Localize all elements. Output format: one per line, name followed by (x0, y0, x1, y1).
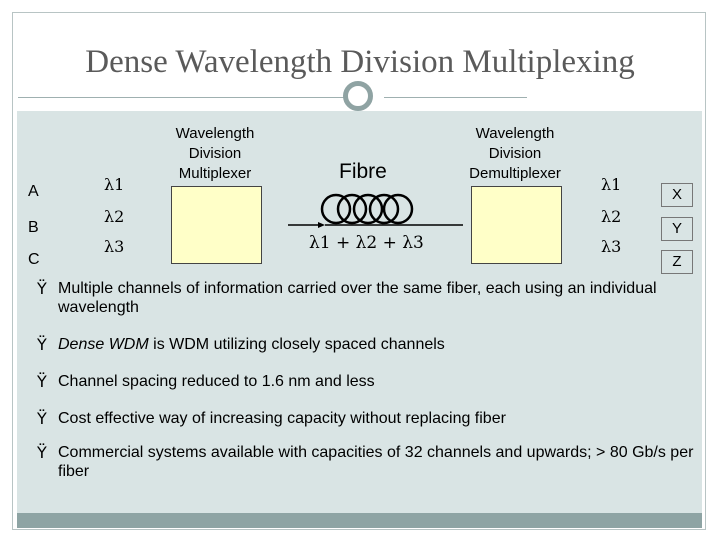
output-label-y: Y (661, 217, 693, 241)
arrow-head (318, 222, 325, 228)
combined-wavelengths-label: λ1 + λ2 + λ3 (309, 233, 424, 253)
bullet-marker: Ÿ (37, 443, 47, 462)
bullet-marker: Ÿ (37, 409, 47, 428)
ring-ornament (343, 81, 373, 111)
output-label-x: X (661, 183, 693, 207)
bullet-item: Ÿ Commercial systems available with capa… (37, 443, 697, 481)
output-lambda-2: λ2 (601, 207, 622, 226)
bullet-list: Ÿ Multiple channels of information carri… (37, 276, 697, 481)
input-lambda-1: λ1 (104, 175, 125, 194)
output-label-z: Z (661, 250, 693, 274)
multiplexer-box (171, 186, 262, 264)
bullet-item: Ÿ Channel spacing reduced to 1.6 nm and … (37, 372, 697, 391)
demultiplexer-box (471, 186, 562, 264)
demux-label: Wavelength Division Demultiplexer (469, 125, 561, 182)
slide-title: Dense Wavelength Division Multiplexing (85, 44, 635, 80)
content-panel (17, 111, 702, 513)
input-lambda-3: λ3 (104, 237, 125, 256)
input-label-c: C (28, 251, 40, 268)
bullet-marker: Ÿ (37, 279, 47, 298)
bullet-item: Ÿ Cost effective way of increasing capac… (37, 409, 697, 428)
bullet-marker: Ÿ (37, 372, 47, 391)
footer-bar (17, 513, 702, 528)
output-lambda-1: λ1 (601, 175, 622, 194)
output-lambda-3: λ3 (601, 237, 622, 256)
input-label-a: A (28, 183, 39, 200)
bullet-emphasis: Dense WDM (58, 336, 149, 353)
bullet-item: Ÿ Multiple channels of information carri… (37, 279, 697, 317)
bullet-item: Ÿ Dense WDM is WDM utilizing closely spa… (37, 335, 697, 354)
bullet-text: Commercial systems available with capaci… (58, 444, 694, 480)
slide-frame (12, 12, 706, 530)
bullet-marker: Ÿ (37, 335, 47, 354)
fibre-label: Fibre (339, 160, 387, 183)
input-lambda-2: λ2 (104, 207, 125, 226)
bullet-text: Multiple channels of information carried… (58, 280, 657, 316)
title-rule-left (18, 97, 344, 98)
title-rule-right (384, 97, 527, 98)
bullet-text: is WDM utilizing closely spaced channels (148, 336, 445, 353)
bullet-text: Channel spacing reduced to 1.6 nm and le… (58, 373, 375, 390)
mux-label: Wavelength Division Multiplexer (175, 125, 255, 182)
bullet-text: Cost effective way of increasing capacit… (58, 410, 506, 427)
fibre-coil-icon (320, 193, 414, 225)
input-label-b: B (28, 219, 39, 236)
